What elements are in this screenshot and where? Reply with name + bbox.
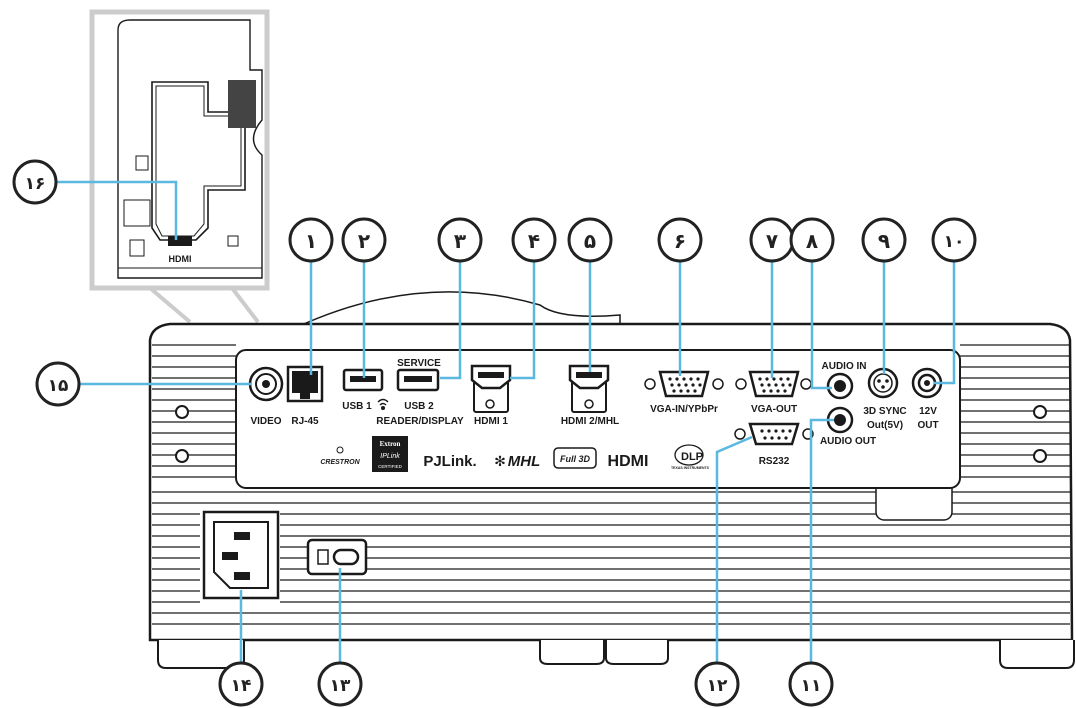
svg-text:٧: ٧ bbox=[766, 229, 778, 253]
mhl-logo: ✻ MHL bbox=[494, 453, 540, 470]
rs232-port bbox=[734, 422, 814, 446]
callout-6: ۶ bbox=[657, 217, 703, 263]
callout-12: ١٢ bbox=[694, 661, 740, 707]
callout-markers: ١ ٢ ٣ ۴ ۵ ۶ ٧ ٨ bbox=[12, 159, 977, 707]
rs232-label: RS232 bbox=[759, 456, 790, 467]
svg-text:١۴: ١۴ bbox=[231, 676, 252, 696]
audio-in-label: AUDIO IN bbox=[822, 361, 867, 372]
callout-10: ١٠ bbox=[931, 217, 977, 263]
svg-text:Extron: Extron bbox=[380, 440, 401, 448]
svg-text:١٠: ١٠ bbox=[944, 232, 965, 252]
audio-out-port bbox=[826, 406, 854, 434]
extron-iplink-logo: Extron IPLink CERTIFIED bbox=[372, 436, 408, 472]
callout-line-16 bbox=[56, 180, 178, 240]
crestron-logo: CRESTRON bbox=[320, 446, 361, 466]
certification-logos: CRESTRON Extron IPLink CERTIFIED PJLink.… bbox=[320, 436, 710, 472]
svg-text:CRESTRON: CRESTRON bbox=[320, 459, 360, 466]
audio-in-port bbox=[826, 372, 854, 400]
usb1-label: USB 1 bbox=[342, 401, 372, 412]
callout-11: ١١ bbox=[788, 661, 834, 707]
svg-text:٣: ٣ bbox=[454, 229, 466, 253]
callout-4: ۴ bbox=[511, 217, 557, 263]
full3d-logo: Full 3D bbox=[553, 447, 597, 469]
vga-in-port bbox=[644, 370, 724, 398]
hdmi-inset-label: HDMI bbox=[169, 254, 192, 264]
svg-text:١۶: ١۶ bbox=[25, 174, 46, 194]
svg-text:٢: ٢ bbox=[358, 229, 370, 253]
svg-text:DLP: DLP bbox=[681, 451, 703, 463]
3d-sync-out-label: Out(5V) bbox=[867, 420, 903, 431]
3d-sync-label: 3D SYNC bbox=[863, 406, 906, 417]
audio-out-label: AUDIO OUT bbox=[820, 436, 876, 447]
security-lock-slot bbox=[306, 538, 368, 576]
svg-text:٨: ٨ bbox=[806, 229, 818, 253]
hdmi-logo: HDMI bbox=[608, 453, 649, 470]
dlp-logo: DLP TEXAS INSTRUMENTS bbox=[671, 444, 710, 470]
callout-lines bbox=[56, 180, 956, 665]
hdmi2-label: HDMI 2/MHL bbox=[561, 416, 619, 427]
callout-15: ١۵ bbox=[35, 361, 81, 407]
wifi-icon bbox=[377, 398, 389, 411]
rj45-port bbox=[286, 365, 324, 403]
callout-line-3 bbox=[440, 260, 462, 380]
svg-text:Full 3D: Full 3D bbox=[560, 454, 591, 464]
usb2-port bbox=[396, 368, 440, 392]
callout-13: ١٣ bbox=[317, 661, 363, 707]
power-socket bbox=[202, 510, 280, 600]
callout-line-11 bbox=[809, 418, 834, 665]
reader-display-label: READER/DISPLAY bbox=[376, 416, 464, 427]
callout-3: ٣ bbox=[437, 217, 483, 263]
svg-text:١: ١ bbox=[305, 229, 317, 253]
svg-text:۴: ۴ bbox=[528, 229, 540, 253]
video-label: VIDEO bbox=[250, 416, 281, 427]
callout-1: ١ bbox=[288, 217, 334, 263]
usb2-label: USB 2 bbox=[404, 401, 434, 412]
12v-label: 12V bbox=[919, 406, 937, 417]
svg-text:MHL: MHL bbox=[508, 453, 541, 470]
callout-9: ٩ bbox=[861, 217, 907, 263]
svg-text:HDMI: HDMI bbox=[608, 453, 649, 470]
vga-out-port bbox=[735, 370, 812, 398]
pjlink-logo: PJLink. bbox=[423, 453, 476, 470]
callout-line-12 bbox=[715, 435, 753, 665]
port-labels: VIDEO RJ-45 USB 1 SERVICE USB 2 READER/D… bbox=[250, 358, 938, 467]
svg-text:٩: ٩ bbox=[878, 229, 890, 253]
vga-in-label: VGA-IN/YPbPr bbox=[650, 404, 718, 415]
callout-8: ٨ bbox=[789, 217, 835, 263]
callout-line-8 bbox=[810, 260, 832, 390]
service-label: SERVICE bbox=[397, 358, 441, 369]
svg-text:١۵: ١۵ bbox=[48, 376, 69, 396]
svg-text:١٣: ١٣ bbox=[330, 676, 351, 696]
callout-7: ٧ bbox=[749, 217, 795, 263]
hdmi-inset: HDMI bbox=[89, 9, 270, 324]
vga-out-label: VGA-OUT bbox=[751, 404, 797, 415]
hdmi2-port bbox=[568, 364, 610, 413]
video-port bbox=[248, 366, 284, 402]
svg-text:CERTIFIED: CERTIFIED bbox=[378, 464, 402, 469]
svg-text:۶: ۶ bbox=[674, 229, 686, 253]
mhl-star-icon: ✻ bbox=[494, 454, 506, 470]
12v-out-port bbox=[911, 367, 943, 399]
svg-text:١١: ١١ bbox=[801, 676, 822, 696]
callout-14: ١۴ bbox=[218, 661, 264, 707]
callout-5: ۵ bbox=[567, 217, 613, 263]
hdmi1-port bbox=[470, 364, 512, 413]
svg-text:IPLink: IPLink bbox=[380, 453, 400, 460]
callout-2: ٢ bbox=[341, 217, 387, 263]
callout-line-4 bbox=[510, 260, 536, 380]
svg-text:TEXAS INSTRUMENTS: TEXAS INSTRUMENTS bbox=[671, 466, 710, 470]
rj45-label: RJ-45 bbox=[291, 416, 319, 427]
svg-text:١٢: ١٢ bbox=[707, 676, 728, 696]
projector-body bbox=[148, 291, 1075, 669]
hdmi1-label: HDMI 1 bbox=[474, 416, 508, 427]
callout-line-10 bbox=[934, 260, 956, 385]
callout-16: ١۶ bbox=[12, 159, 58, 205]
svg-text:۵: ۵ bbox=[584, 229, 596, 253]
svg-text:PJLink.: PJLink. bbox=[423, 453, 476, 470]
12v-out-label: OUT bbox=[917, 420, 938, 431]
